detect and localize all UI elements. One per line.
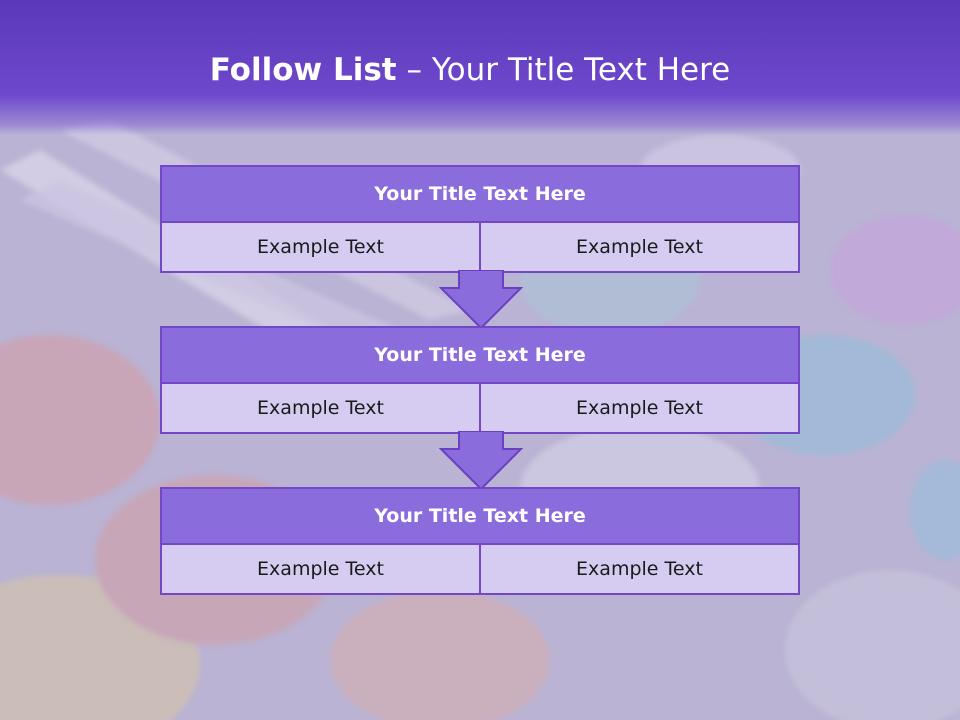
step-title: Your Title Text Here <box>162 489 798 545</box>
step-cell-left: Example Text <box>162 545 479 593</box>
step-title: Your Title Text Here <box>162 167 798 223</box>
step-row: Example Text Example Text <box>162 545 798 593</box>
slide-title: Follow List – Your Title Text Here <box>0 52 940 88</box>
step-title: Your Title Text Here <box>162 328 798 384</box>
step-row: Example Text Example Text <box>162 384 798 432</box>
step-cell-right: Example Text <box>479 223 798 271</box>
step-box-3: Your Title Text Here Example Text Exampl… <box>160 487 800 595</box>
step-cell-right: Example Text <box>479 384 798 432</box>
step-box-2: Your Title Text Here Example Text Exampl… <box>160 326 800 434</box>
step-cell-left: Example Text <box>162 223 479 271</box>
slide-header-band <box>0 0 960 135</box>
slide-title-bold: Follow List <box>209 52 397 88</box>
down-arrow-icon <box>439 431 523 491</box>
down-arrow-icon <box>439 270 523 330</box>
step-box-1: Your Title Text Here Example Text Exampl… <box>160 165 800 273</box>
step-row: Example Text Example Text <box>162 223 798 271</box>
step-cell-right: Example Text <box>479 545 798 593</box>
step-cell-left: Example Text <box>162 384 479 432</box>
slide-title-rest: – Your Title Text Here <box>396 52 731 88</box>
